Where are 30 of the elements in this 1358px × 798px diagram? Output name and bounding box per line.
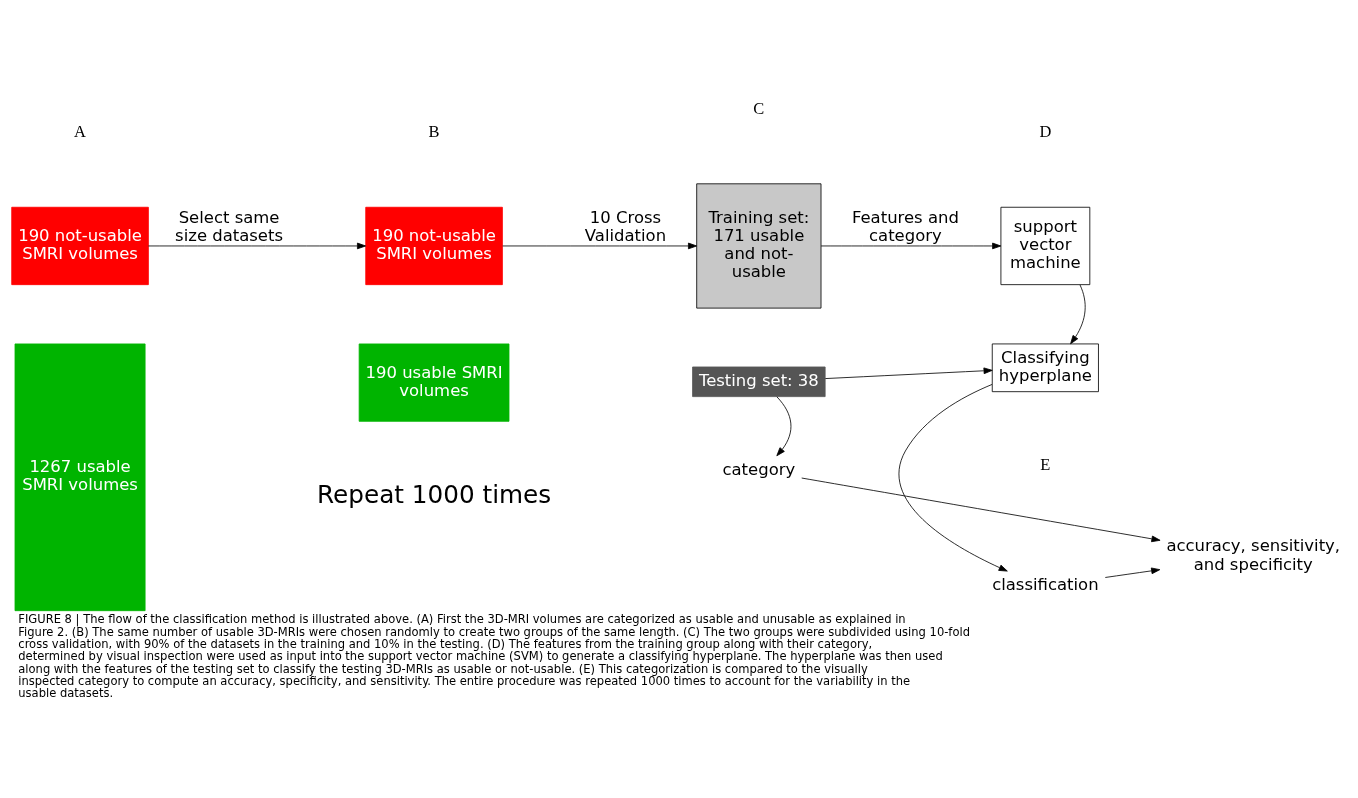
node-box: 190 not-usable SMRI volumes — [11, 206, 149, 285]
caption: FIGURE 8 | The flow of the classification method is illustrated above. (A) First the 3D-MRI volumes are categorized as usable and unusable as explained in Figure 2. (B) The same number of usable 3D-MRIs were chosen randomly to create two groups of the same length. (C) The two groups were subdivided using 10-fold cross validation, with 90% of the datasets in the training and 10% in the testing. (D) The features from the training group along with their category, determined by visual inspection were used as input into the support vector machine (SVM) to generate a classifying hyperplane. The hyperplane was then used along with the features of the testing set to classify the testing 3D-MRIs as usable or not-usable. (E) This categorization is compared to the visually inspected category to compute an accuracy, specificity, and sensitivity. The entire procedure was repeated 1000 times to account for the variability in the usable datasets. — [18, 611, 970, 700]
node-box: Training set: 171 usable and not-usable — [696, 182, 822, 309]
arrow — [801, 477, 1161, 542]
arrow — [1070, 284, 1086, 344]
edge-label: Select same size datasets — [175, 207, 284, 245]
node-text: category — [722, 459, 796, 479]
node-box: support vector machine — [1000, 206, 1091, 285]
label: E — [1040, 454, 1051, 474]
node-box: 190 not-usable SMRI volumes — [365, 206, 503, 285]
label: D — [1039, 121, 1052, 141]
arrow — [776, 395, 792, 456]
label: A — [74, 121, 86, 141]
arrow — [1104, 567, 1161, 578]
arrow — [898, 383, 1008, 572]
node-box: 190 usable SMRI volumes — [358, 343, 510, 422]
edge-label: 10 Cross Validation — [584, 207, 667, 245]
arrow — [825, 367, 993, 379]
label: B — [428, 121, 440, 141]
edge-label: Features and category — [851, 207, 959, 245]
arrow — [148, 242, 367, 249]
node-text: classification — [992, 574, 1099, 594]
label: C — [753, 98, 765, 118]
arrow — [502, 242, 698, 249]
node-text: accuracy, sensitivity, and specificity — [1166, 535, 1341, 574]
node-box: Testing set: 38 — [692, 366, 826, 397]
node-box: Classifying hyperplane — [991, 343, 1099, 392]
arrow — [820, 242, 1002, 249]
label: Repeat 1000 times — [317, 479, 552, 509]
node-box: 1267 usable SMRI volumes — [14, 343, 146, 611]
